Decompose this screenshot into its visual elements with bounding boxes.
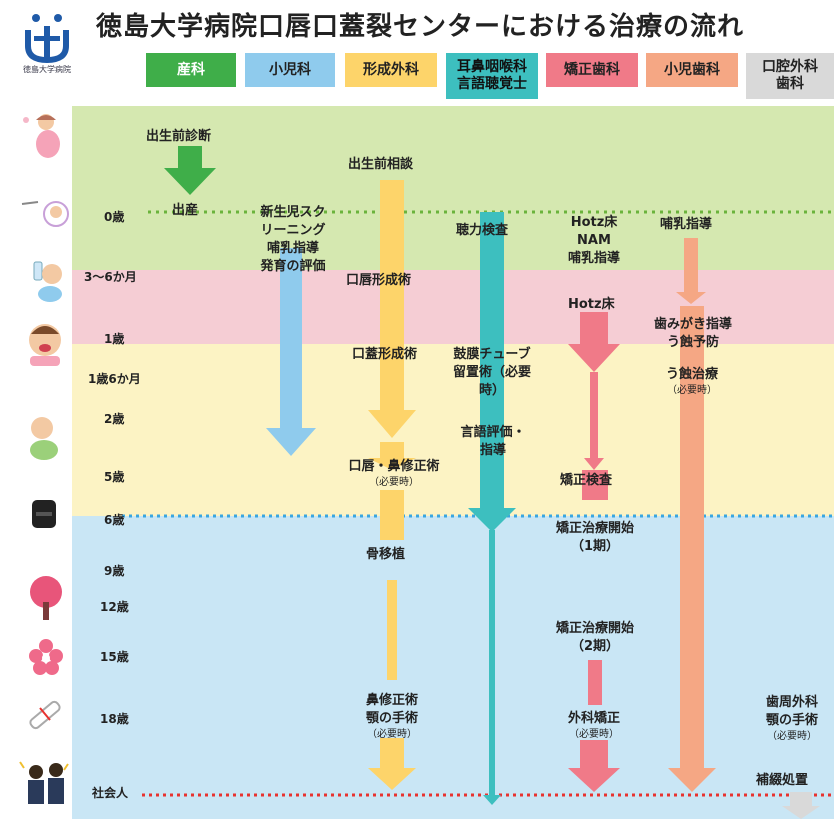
- event-palate-surgery: 口蓋形成術: [352, 347, 418, 362]
- event-hearing-test: 聴力検査: [456, 223, 509, 238]
- event-ear-tube: 鼓膜チューブ 留置術（必要 時）: [452, 347, 531, 398]
- event-ortho-exam: 矯正検査: [560, 473, 613, 488]
- arrow-plastic-2: [368, 442, 416, 470]
- arrow-pedo-2: [668, 306, 716, 792]
- arrow-plastic-3: [380, 490, 404, 540]
- arrow-ent-1: [468, 212, 516, 532]
- event-brushing-guidance: 歯みがき指導 う蝕予防: [653, 317, 732, 350]
- age-0: 0歳: [104, 210, 125, 224]
- event-prosthetics: 補綴処置: [756, 773, 809, 788]
- event-surgical-ortho: 外科矯正 （必要時）: [567, 711, 620, 740]
- university-logo: [14, 10, 80, 80]
- age-6: 6歳: [104, 513, 125, 527]
- arrow-ortho-2: [584, 372, 604, 470]
- diploma-icon: [18, 690, 72, 738]
- arrow-ent-2: [483, 530, 501, 805]
- arrow-oral: [782, 792, 820, 819]
- event-perio-jaw-surgery: 歯周外科 顎の手術 （必要時）: [765, 695, 818, 742]
- age-18: 18歳: [100, 712, 129, 726]
- arrow-plastic-4: [387, 580, 397, 680]
- age-3-6m: 3〜6か月: [84, 270, 137, 284]
- dept-pediatrics: 小児科: [245, 53, 335, 87]
- stork-baby-icon: [18, 184, 72, 232]
- arrow-ortho-3: [582, 470, 608, 500]
- band-infant: [72, 270, 834, 344]
- dept-oral-surgery: 口腔外科 歯科: [746, 53, 834, 99]
- age-15: 15歳: [100, 650, 129, 664]
- age-5: 5歳: [104, 470, 125, 484]
- event-lip-nose-revision: 口唇・鼻修正術 （必要時）: [348, 459, 440, 488]
- baby-bottle-icon: [18, 256, 72, 304]
- event-lip-surgery: 口唇形成術: [346, 273, 412, 288]
- age-9: 9歳: [104, 564, 125, 578]
- school-bag-icon: [18, 494, 72, 542]
- page-title: 徳島大学病院口唇口蓋裂センターにおける治療の流れ: [96, 12, 745, 42]
- dept-pediatric-dentistry: 小児歯科: [646, 53, 738, 87]
- logo-text: 徳島大学病院: [23, 65, 71, 74]
- event-bone-graft: 骨移植: [366, 547, 406, 562]
- event-ortho-phase1: 矯正治療開始 （1期）: [555, 521, 634, 554]
- arrow-ortho-1: [568, 312, 620, 372]
- age-1: 1歳: [104, 332, 125, 346]
- event-feeding-guidance: 哺乳指導: [660, 217, 713, 232]
- event-prenatal-diagnosis: 出生前診断: [146, 129, 212, 144]
- baby-face-icon: [18, 320, 72, 368]
- dept-orthodontics: 矯正歯科: [546, 53, 638, 87]
- toddler-icon: [18, 414, 72, 462]
- age-2: 2歳: [104, 412, 125, 426]
- event-caries-treatment: う蝕治療 （必要時）: [665, 367, 718, 396]
- band-toddler: [72, 344, 834, 516]
- cherry-tree-icon: [18, 574, 72, 622]
- arrow-pediatrics: [266, 248, 316, 456]
- arrow-plastic-1: [368, 180, 416, 438]
- dept-ent: 耳鼻咽喉科 言語聴覚士: [446, 53, 538, 99]
- cherry-blossom-icon: [18, 634, 72, 682]
- band-prenatal: [72, 106, 834, 270]
- dept-obstetrics: 産科: [146, 53, 236, 87]
- event-ortho-phase2: 矯正治療開始 （2期）: [555, 621, 634, 654]
- age-1-6m: 1歳6か月: [88, 372, 141, 386]
- age-adult: 社会人: [92, 786, 129, 800]
- age-12: 12歳: [100, 600, 129, 614]
- pregnant-woman-icon: [18, 112, 72, 160]
- arrow-obstetrics: [164, 146, 216, 195]
- event-newborn-screening: 新生児スク リーニング 哺乳指導 発育の評価: [260, 205, 326, 274]
- event-hotz: Hotz床: [568, 297, 615, 312]
- event-speech-eval: 言語評価・ 指導: [460, 425, 526, 458]
- event-prenatal-consult: 出生前相談: [348, 157, 414, 172]
- event-birth: 出産: [172, 203, 199, 218]
- event-nose-jaw-surgery: 鼻修正術 顎の手術 （必要時）: [365, 693, 418, 740]
- arrow-plastic-5: [368, 738, 416, 790]
- dept-plastic-surgery: 形成外科: [345, 53, 437, 87]
- arrow-pedo-1: [676, 238, 706, 304]
- arrow-ortho-4: [588, 660, 602, 705]
- event-hotz-nam: Hotz床 NAM 哺乳指導: [567, 215, 620, 266]
- arrow-ortho-5: [568, 740, 620, 792]
- graduates-icon: [18, 760, 72, 808]
